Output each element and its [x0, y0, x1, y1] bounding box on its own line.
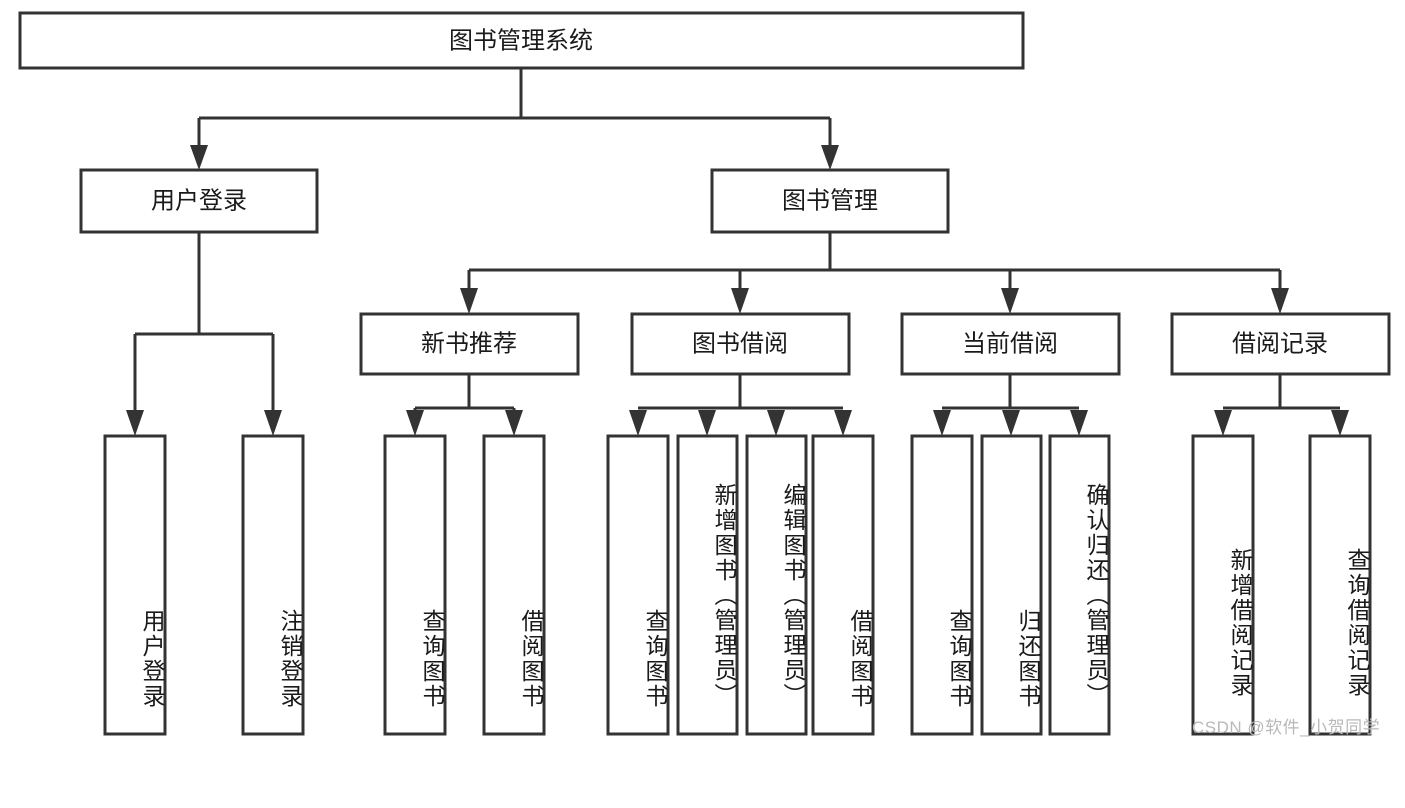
node-leaf-query-borrow-record-rect[interactable] — [1308, 434, 1372, 736]
node-leaf-query-book-2-rect[interactable] — [606, 434, 670, 736]
node-book-borrow-rect[interactable] — [630, 312, 851, 376]
arrow-head-icon — [505, 410, 523, 436]
flowchart-canvas: 图书管理系统 用户登录 图书管理 新书推荐 图书借阅 当前借阅 借阅记录 — [18, 11, 1391, 737]
node-leaf-borrow-book-2-rect[interactable] — [811, 434, 875, 736]
node-new-book-recommend-label: 新书推荐 — [421, 330, 517, 357]
connector-borrowrecord-to-leaves — [1214, 374, 1349, 436]
node-leaf-add-borrow-record-rect[interactable] — [1191, 434, 1255, 736]
node-book-manage-label: 图书管理 — [782, 187, 878, 214]
node-borrow-record[interactable]: 借阅记录 — [1170, 312, 1391, 376]
node-book-borrow-label: 图书借阅 — [692, 330, 788, 357]
node-new-book-recommend[interactable]: 新书推荐 — [359, 312, 580, 376]
arrow-head-icon — [629, 410, 647, 436]
arrow-head-icon — [190, 145, 208, 170]
node-root-label: 图书管理系统 — [449, 27, 593, 54]
node-borrow-record-rect[interactable] — [1170, 312, 1391, 376]
connector-bookborrow-to-leaves — [629, 374, 852, 436]
node-leaf-logout-login-rect[interactable] — [241, 434, 305, 736]
connector-currentborrow-to-leaves — [933, 374, 1088, 436]
node-leaf-add-book-admin-rect[interactable] — [676, 434, 739, 736]
arrow-head-icon — [731, 288, 749, 314]
node-user-login[interactable]: 用户登录 — [79, 168, 319, 234]
arrow-head-icon — [1070, 410, 1088, 436]
node-book-manage[interactable]: 图书管理 — [710, 168, 950, 234]
node-leaf-confirm-return-admin-rect[interactable] — [1048, 434, 1111, 736]
arrow-head-icon — [933, 410, 951, 436]
node-root[interactable]: 图书管理系统 — [18, 11, 1025, 70]
arrow-head-icon — [1002, 410, 1020, 436]
csdn-watermark: CSDN @软件_小贺同学 — [1192, 718, 1381, 737]
arrow-head-icon — [1214, 410, 1232, 436]
connector-bookmanage-to-level3 — [460, 232, 1289, 314]
node-current-borrow-rect[interactable] — [900, 312, 1121, 376]
node-user-login-label: 用户登录 — [151, 187, 247, 214]
node-current-borrow-label: 当前借阅 — [962, 330, 1058, 357]
node-leaf-query-book-3-rect[interactable] — [910, 434, 974, 736]
arrow-head-icon — [698, 410, 716, 436]
arrow-head-icon — [406, 410, 424, 436]
node-leaf-user-login-rect[interactable] — [103, 434, 167, 736]
connector-root-to-level2 — [190, 68, 839, 170]
node-book-borrow[interactable]: 图书借阅 — [630, 312, 851, 376]
arrow-head-icon — [1271, 288, 1289, 314]
flowchart-svg: 图书管理系统 用户登录 图书管理 新书推荐 图书借阅 当前借阅 借阅记录 — [18, 11, 1391, 736]
node-leaf-query-book-1-rect[interactable] — [383, 434, 447, 736]
node-leaf-borrow-book-1-rect[interactable] — [482, 434, 546, 736]
arrow-head-icon — [1001, 288, 1019, 314]
arrow-head-icon — [264, 410, 282, 436]
node-borrow-record-label: 借阅记录 — [1232, 330, 1328, 357]
arrow-head-icon — [767, 410, 785, 436]
arrow-head-icon — [834, 410, 852, 436]
arrow-head-icon — [821, 145, 839, 170]
connector-newbook-to-leaves — [406, 374, 523, 436]
arrow-head-icon — [460, 288, 478, 314]
connector-userlogin-to-leaves — [126, 232, 282, 436]
node-book-manage-rect[interactable] — [710, 168, 950, 234]
node-user-login-rect[interactable] — [79, 168, 319, 234]
node-new-book-recommend-rect[interactable] — [359, 312, 580, 376]
arrow-head-icon — [126, 410, 144, 436]
node-root-rect[interactable] — [18, 11, 1025, 70]
node-current-borrow[interactable]: 当前借阅 — [900, 312, 1121, 376]
node-leaf-edit-book-admin-rect[interactable] — [745, 434, 808, 736]
node-leaf-return-book-rect[interactable] — [980, 434, 1043, 736]
arrow-head-icon — [1331, 410, 1349, 436]
